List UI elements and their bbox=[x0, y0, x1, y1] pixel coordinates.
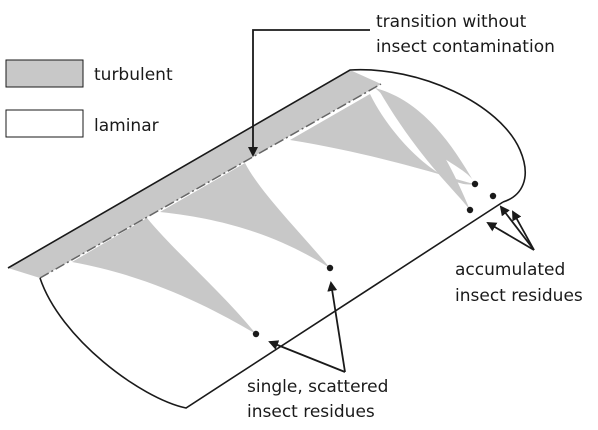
legend-turbulent-swatch bbox=[5, 59, 84, 88]
turbulent-leading-edge-band bbox=[8, 70, 381, 278]
accumulated-arrow-1 bbox=[486, 221, 535, 251]
annotation-arrows bbox=[248, 29, 535, 373]
accumulated-label-line1: accumulated bbox=[455, 260, 565, 280]
single-label-line2: insect residues bbox=[247, 402, 375, 422]
legend: turbulent laminar bbox=[5, 59, 173, 138]
wing-trailing-edge-outline bbox=[39, 201, 504, 409]
single-label-line1: single, scattered bbox=[247, 377, 388, 397]
turbulent-wedge-3 bbox=[290, 94, 475, 185]
legend-laminar-swatch bbox=[5, 109, 84, 138]
accumulated-label-line2: insect residues bbox=[455, 286, 583, 306]
insect-residue-dot bbox=[471, 180, 479, 188]
insect-residues bbox=[252, 180, 497, 338]
insect-residue-dot bbox=[489, 192, 497, 200]
legend-turbulent-label: turbulent bbox=[94, 65, 173, 85]
single-arrow-2 bbox=[327, 281, 346, 373]
turbulent-wedge-4 bbox=[380, 92, 470, 210]
turbulent-wedge-2 bbox=[160, 163, 330, 268]
insect-residue-dot bbox=[326, 264, 334, 272]
turbulent-wedge-1 bbox=[72, 218, 256, 334]
accumulated-arrow-3 bbox=[512, 210, 535, 251]
wing-leading-edge-outline bbox=[7, 68, 526, 269]
turbulent-wedge-5 bbox=[375, 88, 475, 184]
transition-label-line1: transition without bbox=[376, 12, 527, 32]
insect-residue-dot bbox=[252, 330, 260, 338]
single-arrow-1 bbox=[268, 340, 346, 373]
insect-residue-dot bbox=[466, 206, 474, 214]
transition-arrow bbox=[248, 29, 370, 157]
legend-laminar-label: laminar bbox=[94, 116, 159, 136]
transition-line bbox=[39, 83, 382, 279]
accumulated-arrow-2 bbox=[499, 205, 535, 251]
transition-label-line2: insect contamination bbox=[376, 37, 555, 57]
